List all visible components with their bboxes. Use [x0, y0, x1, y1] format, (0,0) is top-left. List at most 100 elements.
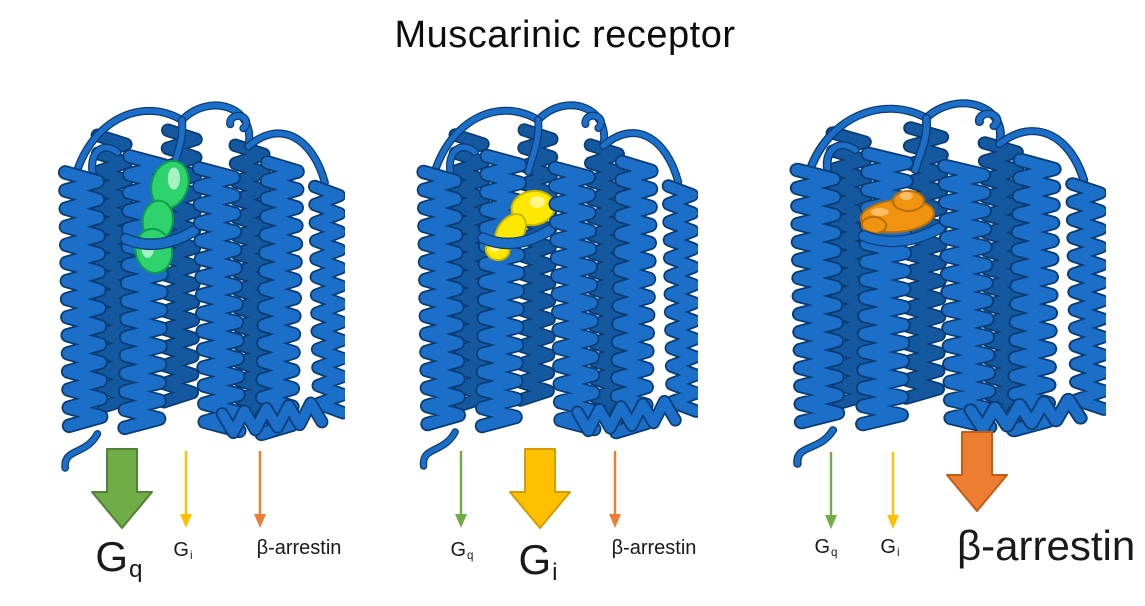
helix-ribbon	[900, 123, 948, 403]
loop-ribbon	[245, 130, 328, 186]
arrow-gi-weak	[883, 451, 903, 531]
top-loops	[804, 99, 1089, 184]
c-terminal-tail	[793, 426, 838, 468]
helix-ribbon	[572, 396, 680, 436]
arrow-shape	[509, 448, 571, 529]
helix-ribbon	[193, 162, 245, 437]
loop-ribbon	[600, 130, 681, 185]
c-terminal-tail	[419, 428, 459, 470]
thin-arrow-icon	[887, 452, 899, 529]
barrestin-label: β-arrestin	[239, 537, 359, 560]
loop-ribbon	[89, 144, 121, 180]
gq-label: Gq	[437, 539, 487, 562]
gi-label-main: G	[173, 539, 189, 561]
gi-label: Gi	[865, 536, 915, 559]
top-loops	[429, 101, 683, 186]
ligand-highlight	[529, 196, 545, 208]
front-helices	[416, 154, 698, 440]
barrestin-label: β-arrestin	[594, 537, 714, 560]
arrow-gq-strong	[90, 448, 154, 530]
loop-ribbon	[923, 100, 1004, 147]
loop-ribbon	[179, 102, 253, 150]
helix-ribbon	[59, 166, 107, 432]
membrane-helix-8	[571, 394, 682, 438]
loop-ribbon	[976, 110, 1001, 129]
helix-ribbon	[549, 162, 600, 435]
ligand-highlight	[870, 208, 889, 216]
figure-title: Muscarinic receptor	[394, 14, 736, 56]
gq-label-main: G	[814, 536, 831, 558]
gi-label-sub: i	[552, 558, 558, 586]
helix-ribbon	[515, 125, 557, 405]
helix-ribbon	[1007, 154, 1060, 436]
receptor-structure-right	[789, 99, 1106, 468]
gi-label-strong: Gi	[498, 536, 578, 586]
barrestin-label-strong: β-arrestin	[957, 522, 1135, 570]
thin-arrow-icon	[180, 451, 192, 528]
gi-label: Gi	[158, 539, 208, 562]
loop-ribbon	[794, 427, 836, 467]
block-arrow-icon	[509, 448, 571, 529]
loop-ribbon	[62, 431, 100, 471]
front-helices	[789, 152, 1106, 438]
barrestin-label-main: β-arrestin	[256, 537, 342, 559]
gq-label-sub: q	[467, 548, 474, 562]
barrestin-label-main: β-arrestin	[611, 537, 697, 559]
membrane-helix-8	[963, 392, 1088, 436]
arrow-head	[609, 514, 621, 528]
arrow-barrestin-weak	[250, 450, 270, 530]
receptor-structure-middle	[416, 101, 698, 470]
thin-arrow-icon	[254, 451, 266, 528]
arrow-head	[887, 515, 899, 529]
loop-ribbon	[824, 142, 859, 177]
loop-ribbon	[227, 113, 249, 132]
loop-ribbon	[478, 225, 555, 248]
loop-ribbon	[996, 128, 1087, 183]
arrow-head	[825, 515, 837, 529]
helix-ribbon	[309, 181, 345, 418]
thin-arrow-icon	[455, 451, 467, 528]
arrow-head	[180, 514, 192, 528]
helix-ribbon	[965, 394, 1086, 434]
loop-ribbon	[859, 223, 945, 246]
loop-ribbon	[72, 108, 185, 180]
loop-ribbon	[121, 226, 199, 249]
arrow-barrestin-weak	[605, 450, 625, 530]
arrow-gq-weak	[451, 450, 471, 530]
block-arrow-icon	[946, 431, 1008, 512]
arrow-gq-weak	[821, 451, 841, 531]
loop-ribbon	[421, 429, 458, 469]
ligand-blob	[859, 190, 935, 235]
loop-ribbon	[805, 106, 930, 177]
helix-ribbon	[158, 125, 201, 407]
arrow-head	[254, 514, 266, 528]
thin-arrow-icon	[825, 452, 837, 529]
helix-ribbon	[610, 156, 657, 438]
top-loops	[71, 101, 329, 187]
c-terminal-tail	[61, 430, 102, 472]
loop-ribbon	[430, 108, 541, 179]
gi-label-main: G	[880, 536, 896, 558]
ligand-highlight	[899, 192, 913, 200]
helix-ribbon	[217, 398, 327, 438]
helix-ribbon	[938, 160, 996, 433]
arrow-shape	[946, 431, 1008, 512]
loop-ribbon	[447, 144, 478, 179]
block-arrow-icon	[91, 448, 153, 529]
helix-ribbon	[791, 164, 844, 428]
gq-label-strong: Gq	[79, 533, 159, 583]
loop-ribbon	[912, 115, 930, 173]
loop-ribbon	[525, 117, 542, 175]
gi-label-main: G	[518, 536, 552, 583]
gi-label-sub: i	[896, 545, 900, 559]
helix-ribbon	[418, 166, 465, 430]
arrow-head	[455, 514, 467, 528]
gi-label-sub: i	[189, 548, 193, 562]
thin-arrow-icon	[609, 451, 621, 528]
barrestin-label-main: β-arrestin	[957, 522, 1136, 569]
gq-label-sub: q	[129, 555, 143, 583]
arrow-shape	[91, 448, 153, 529]
loop-ribbon	[582, 112, 604, 131]
arrow-gi-weak	[176, 450, 196, 530]
